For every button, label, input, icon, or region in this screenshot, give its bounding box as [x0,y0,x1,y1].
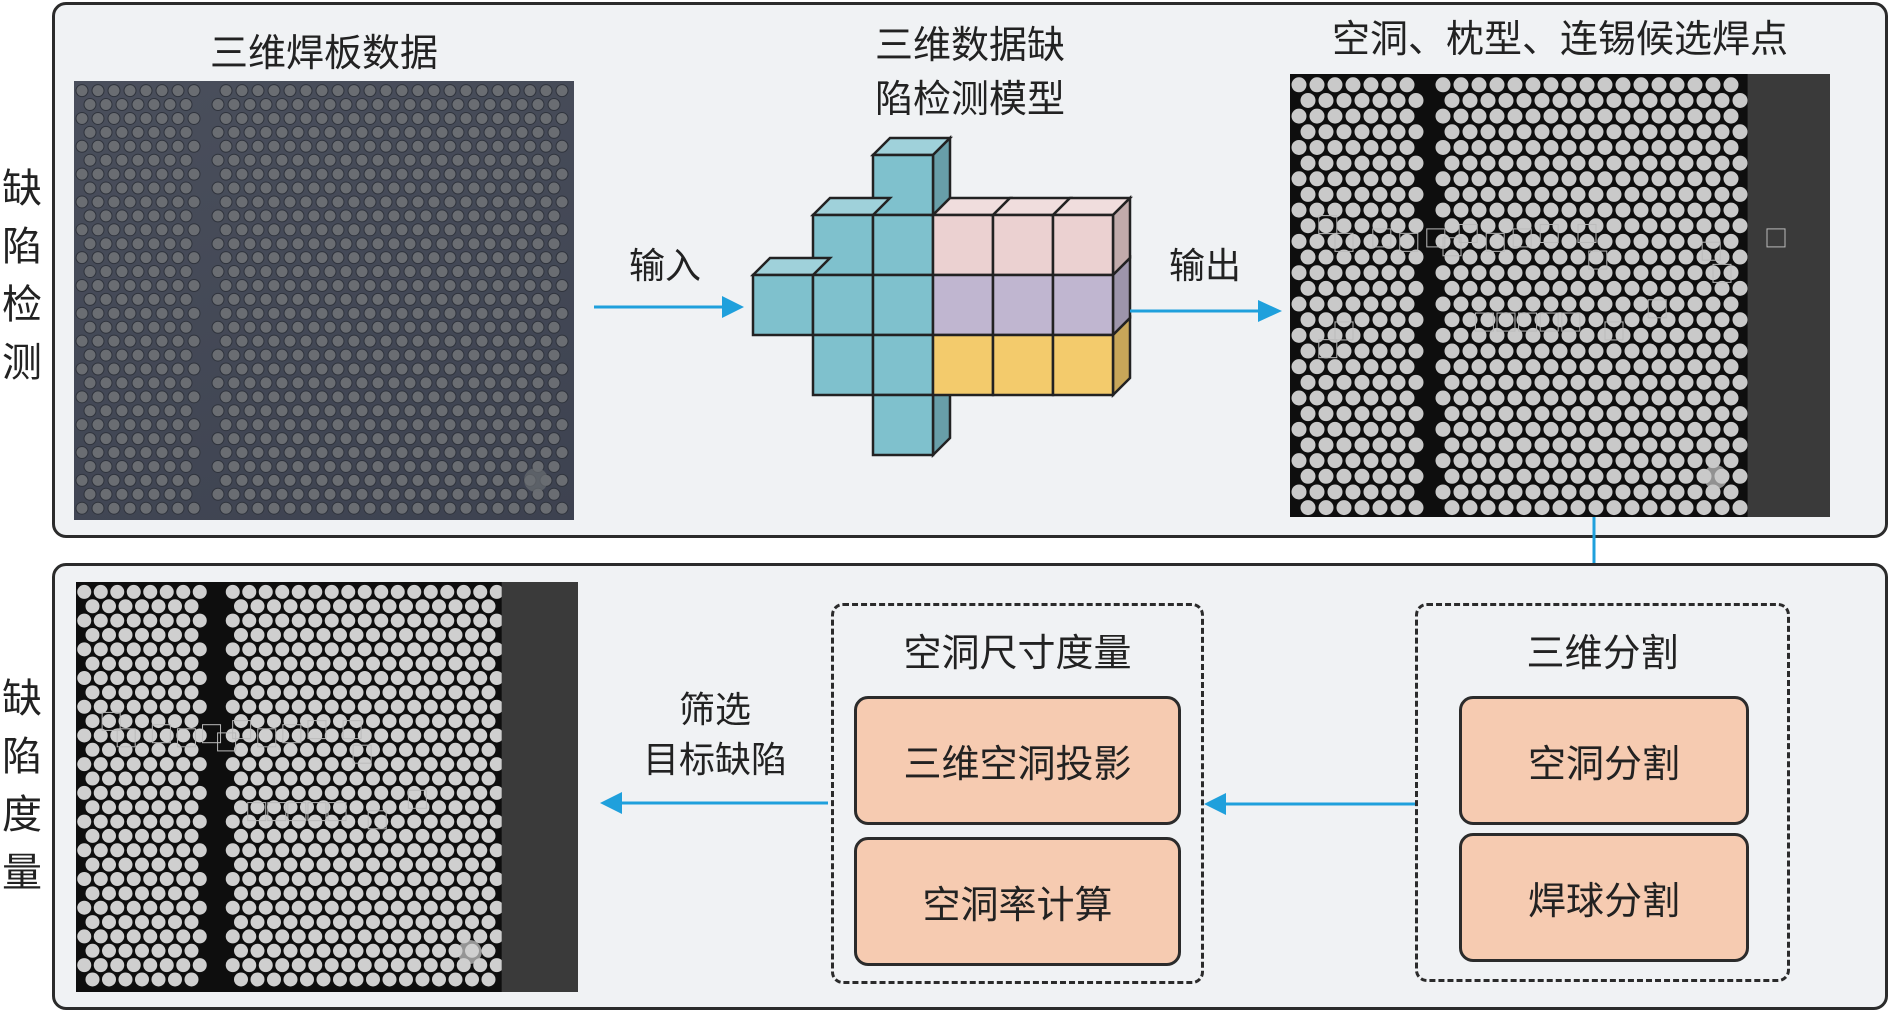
measurement-side-label: 缺 陷 度 量 [0,670,44,902]
filter-arrow [600,792,828,814]
input-data-title: 三维焊板数据 [209,31,438,75]
side-char: 缺 [2,676,42,722]
side-char: 量 [2,850,42,896]
segmentation-title: 三维分割 [1526,631,1679,675]
detection-side-label: 缺 陷 检 测 [0,160,44,392]
cube-face [871,393,935,457]
cube-face [871,333,935,397]
side-char: 陷 [2,224,42,270]
segmentation-to-measure-arrow [1204,793,1417,815]
void-measurement-group [831,603,1204,984]
cube-face [1051,213,1115,277]
input-arrow [594,296,744,318]
solder-grid-xray-candidates [1291,74,1830,517]
side-char: 陷 [2,734,42,780]
cube-face [811,273,875,337]
filter-label: 筛选 目标缺陷 [620,686,810,786]
cube-face [1051,333,1115,397]
model-title-line2: 陷检测模型 [874,77,1065,121]
cube-network-model-icon [749,134,1133,459]
cube-face [991,333,1055,397]
cube-face [871,213,935,277]
void-rate-box: 空洞率计算 [854,837,1181,966]
candidate-joints-title: 空洞、枕型、连锡候选焊点 [1331,17,1788,61]
void-projection-box: 三维空洞投影 [854,696,1181,825]
solder-grid-xray-target [77,582,578,992]
input-arrow-label: 输入 [628,246,701,287]
cube-face [811,333,875,397]
model-title: 三维数据缺 陷检测模型 [820,18,1120,126]
output-arrow [1130,300,1282,322]
cube-face [931,213,995,277]
cube-face [991,273,1055,337]
cube-face [931,333,995,397]
ball-segmentation-box: 焊球分割 [1459,833,1749,962]
filter-label-line1: 筛选 [678,690,751,731]
void-measurement-title: 空洞尺寸度量 [903,631,1132,675]
target-defects-image [76,582,578,992]
cube-face [1051,273,1115,337]
side-char: 检 [2,282,42,328]
cube-face [751,273,815,337]
cube-face [991,213,1055,277]
filter-label-line2: 目标缺陷 [642,740,787,781]
side-char: 测 [2,340,42,386]
side-char: 度 [2,792,42,838]
output-arrow-label: 输出 [1168,246,1241,287]
side-char: 缺 [2,166,42,212]
model-title-line1: 三维数据缺 [874,23,1065,67]
solder-grid-3d [75,84,569,515]
candidate-joints-image [1290,74,1830,517]
cube-face [871,273,935,337]
segmentation-group [1415,603,1790,982]
void-segmentation-box: 空洞分割 [1459,696,1749,825]
cube-face [931,273,995,337]
input-3d-board-image [74,81,574,520]
